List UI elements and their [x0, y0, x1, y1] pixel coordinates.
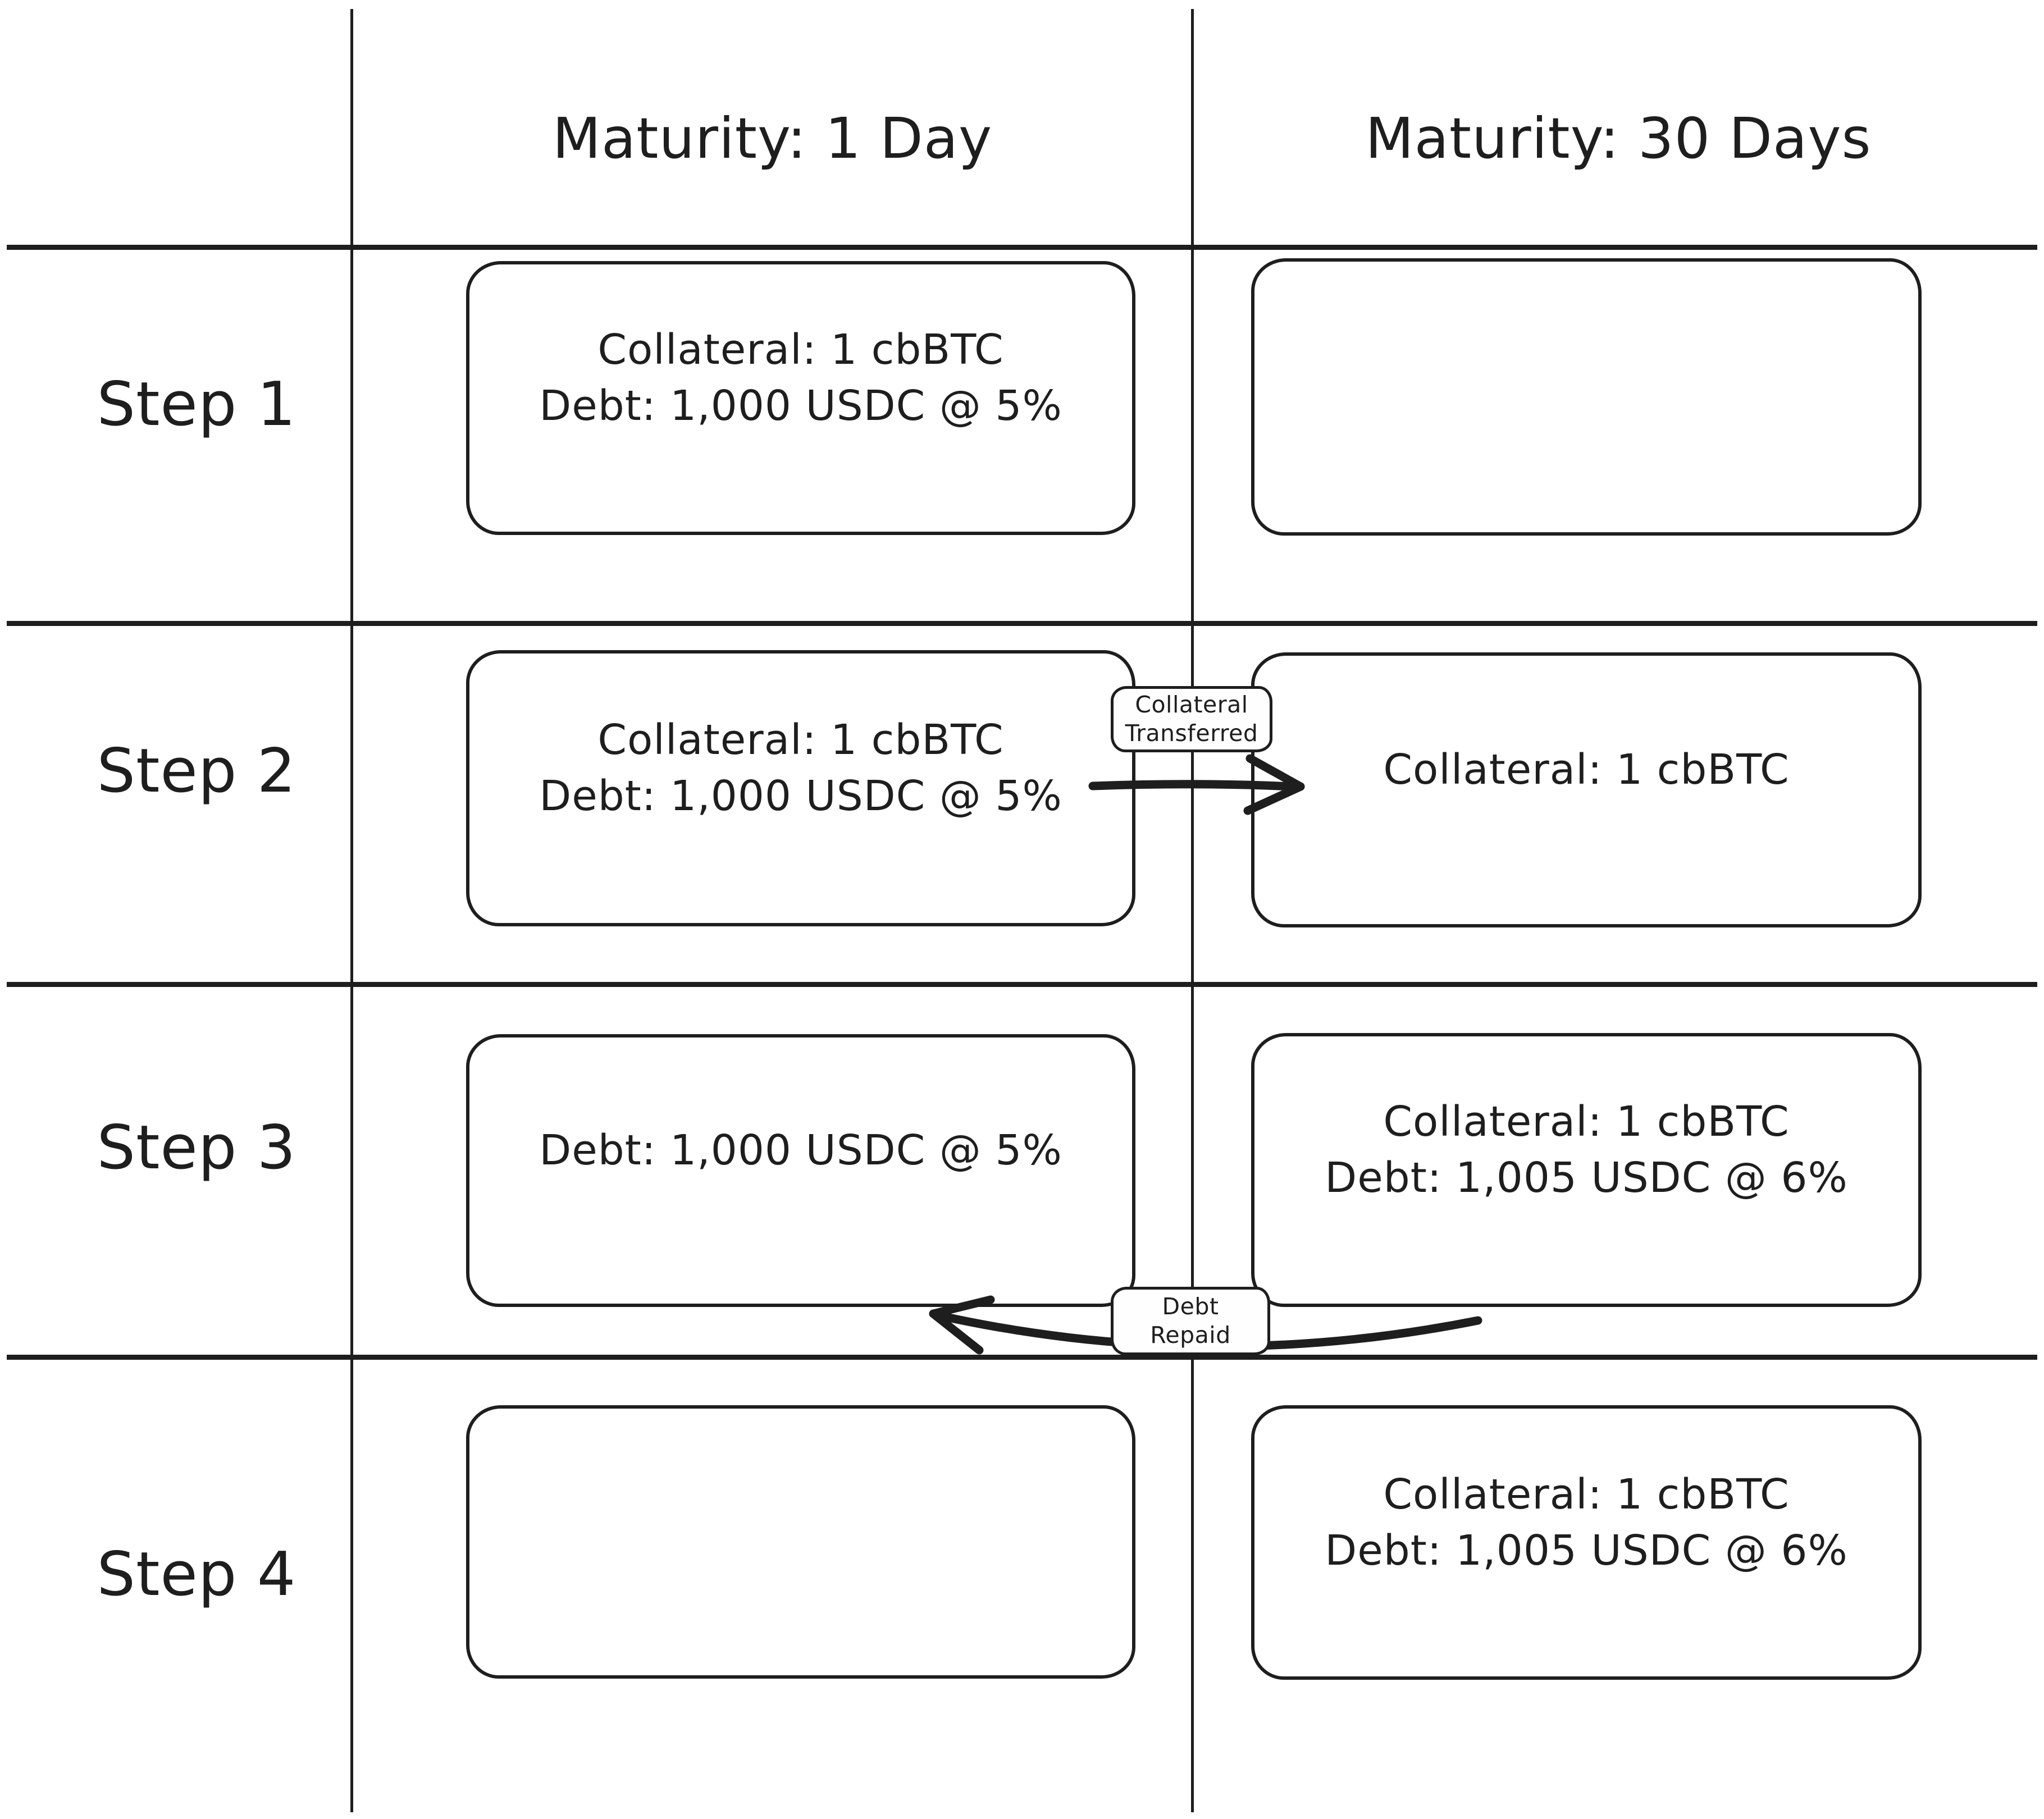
- step-2-label: Step 2: [97, 736, 296, 806]
- debt-line: Debt: 1,005 USDC @ 6%: [1325, 1154, 1848, 1202]
- collateral-line: Collateral: 1 cbBTC: [1383, 1470, 1790, 1519]
- maturity-column-divider: [1191, 9, 1194, 1812]
- column-header-maturity-30-days: Maturity: 30 Days: [1365, 106, 1872, 171]
- step2-30day-position-box: Collateral: 1 cbBTC: [1251, 652, 1922, 927]
- debt-line: Debt: 1,005 USDC @ 6%: [1325, 1526, 1848, 1575]
- step2-1day-position-box: Collateral: 1 cbBTC Debt: 1,000 USDC @ 5…: [466, 650, 1135, 926]
- step-column-divider: [350, 9, 353, 1812]
- column-header-maturity-1-day: Maturity: 1 Day: [552, 106, 993, 171]
- row-divider-step1-step2: [7, 621, 2037, 626]
- collateral-transferred-label: Collateral Transferred: [1111, 686, 1272, 752]
- step-1-label: Step 1: [97, 369, 296, 440]
- debt-line: Debt: 1,000 USDC @ 5%: [539, 772, 1062, 820]
- step3-1day-position-box: Debt: 1,000 USDC @ 5%: [466, 1034, 1135, 1307]
- debt-line: Debt: 1,000 USDC @ 5%: [539, 1126, 1062, 1175]
- step-3-label: Step 3: [97, 1113, 296, 1183]
- step1-30day-position-box-empty: [1251, 258, 1922, 536]
- collateral-line: Collateral: 1 cbBTC: [1383, 1098, 1790, 1146]
- tag-text-line: Repaid: [1150, 1322, 1231, 1349]
- tag-text-line: Collateral: [1135, 691, 1248, 718]
- row-divider-step3-step4: [7, 1355, 2037, 1360]
- row-divider-step2-step3: [7, 982, 2037, 987]
- debt-repaid-label: Debt Repaid: [1111, 1287, 1270, 1355]
- collateral-line: Collateral: 1 cbBTC: [597, 716, 1004, 765]
- collateral-line: Collateral: 1 cbBTC: [1383, 746, 1790, 794]
- step4-1day-position-box-empty: [466, 1405, 1135, 1679]
- step3-30day-position-box: Collateral: 1 cbBTC Debt: 1,005 USDC @ 6…: [1251, 1033, 1922, 1307]
- step1-1day-position-box: Collateral: 1 cbBTC Debt: 1,000 USDC @ 5…: [466, 261, 1135, 535]
- tag-text-line: Transferred: [1125, 720, 1258, 747]
- step-4-label: Step 4: [97, 1539, 296, 1610]
- step4-30day-position-box: Collateral: 1 cbBTC Debt: 1,005 USDC @ 6…: [1251, 1405, 1922, 1680]
- debt-line: Debt: 1,000 USDC @ 5%: [539, 382, 1062, 430]
- row-divider-header: [7, 245, 2037, 250]
- debt-repaid-arrowhead-lower: [929, 1309, 984, 1355]
- collateral-line: Collateral: 1 cbBTC: [597, 326, 1004, 374]
- tag-text-line: Debt: [1162, 1292, 1219, 1320]
